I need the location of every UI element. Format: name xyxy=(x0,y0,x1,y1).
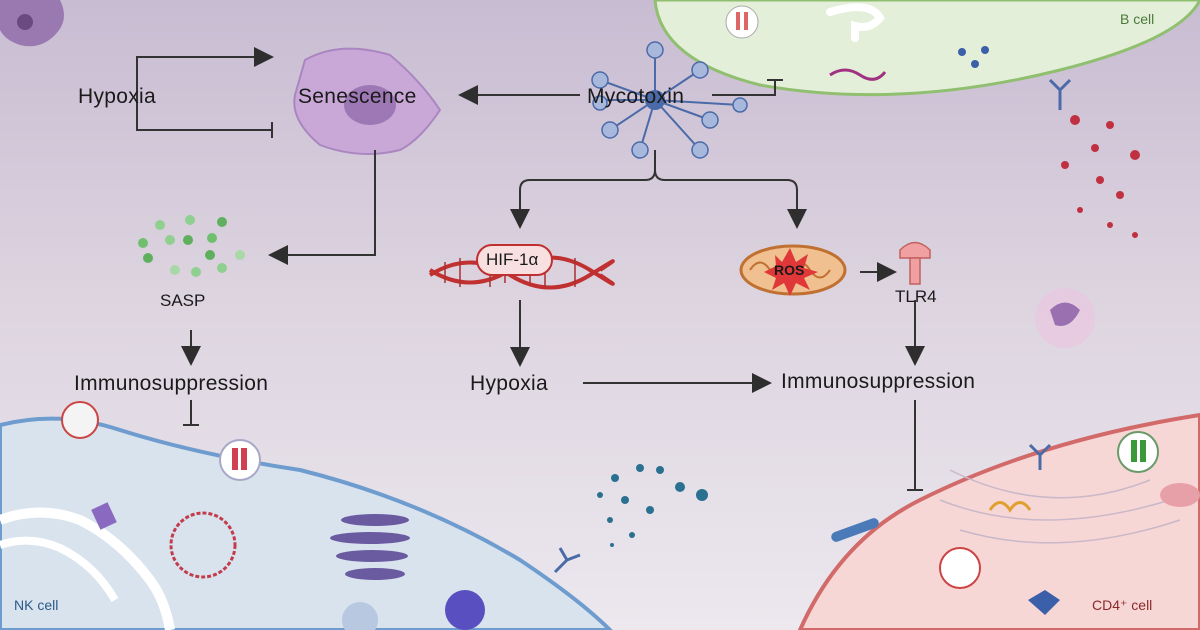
cd4-cell-icon xyxy=(797,412,1200,630)
blue-particles-icon xyxy=(597,464,708,547)
mycotoxin-label: Mycotoxin xyxy=(587,85,685,108)
antibody-icon xyxy=(553,78,1072,574)
b-cell-icon xyxy=(653,0,1200,97)
senescent-cell-icon xyxy=(293,47,442,155)
senescence-label: Senescence xyxy=(298,85,417,108)
immunosuppression-left-label: Immunosuppression xyxy=(74,372,269,395)
pathway-arrows xyxy=(136,47,925,491)
hypoxia-center-label: Hypoxia xyxy=(470,372,548,395)
tlr4-label: TLR4 xyxy=(895,287,937,306)
mitochondrion-icon xyxy=(739,244,847,296)
hif-label: HIF-1α xyxy=(486,250,539,269)
dna-helix-icon xyxy=(428,244,615,290)
immune-cell-icon xyxy=(0,0,64,47)
sasp-label: SASP xyxy=(160,291,206,310)
hypoxia-top-label: Hypoxia xyxy=(78,85,156,108)
cd4-cell-label: CD4⁺ cell xyxy=(1092,597,1153,613)
immunosuppression-right-label: Immunosuppression xyxy=(781,370,976,393)
granulocyte-icon xyxy=(1035,288,1095,348)
tlr4-receptor-icon xyxy=(899,241,931,285)
nk-cell-icon xyxy=(0,401,613,630)
mycotoxin-fungus-icon xyxy=(591,41,748,159)
ros-label: ROS xyxy=(774,262,805,278)
nk-cell-label: NK cell xyxy=(14,597,59,613)
b-cell-label: B cell xyxy=(1120,11,1155,27)
red-particles-icon xyxy=(1061,115,1140,238)
sasp-particles-icon xyxy=(138,215,245,277)
